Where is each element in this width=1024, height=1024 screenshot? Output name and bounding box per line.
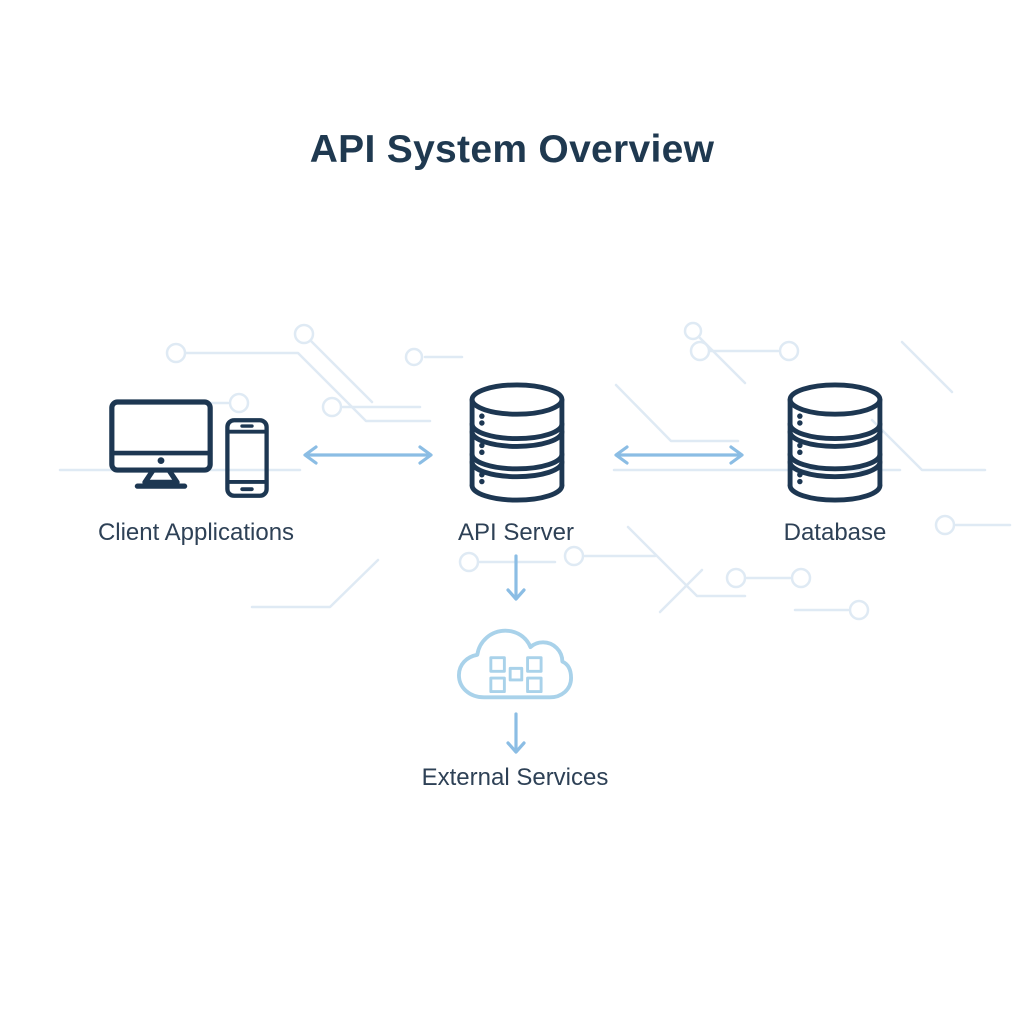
bidirectional-arrow-api-database [614, 445, 744, 465]
cloud-services-icon [457, 628, 573, 700]
down-arrow-cloud-to-label [506, 712, 526, 754]
bidirectional-arrow-client-api [303, 445, 433, 465]
smartphone-icon [225, 418, 269, 498]
monitor-icon [109, 399, 213, 489]
page-title: API System Overview [309, 128, 715, 171]
node-label-api-server: API Server [457, 519, 575, 546]
server-stack-icon [469, 382, 565, 503]
node-label-client-applications: Client Applications [97, 519, 295, 546]
down-arrow-api-to-cloud [506, 554, 526, 601]
database-icon [787, 382, 883, 503]
node-label-external-services: External Services [421, 764, 609, 791]
node-label-database: Database [783, 519, 887, 546]
